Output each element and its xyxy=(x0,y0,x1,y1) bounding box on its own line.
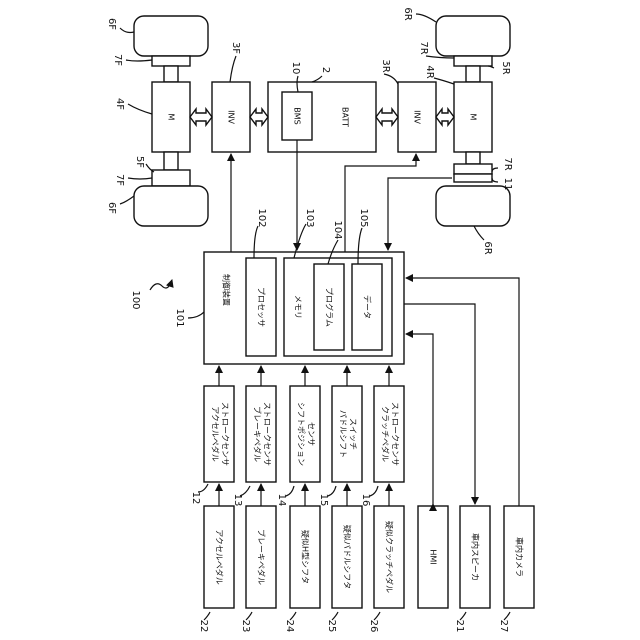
front-hub-top xyxy=(152,56,190,66)
power-link-motor-inv-front xyxy=(190,109,212,125)
ref-23: 23 xyxy=(240,620,251,633)
power-link-inv-motor-rear xyxy=(436,109,454,125)
ref-7F-bot: 7F xyxy=(114,174,125,186)
ref-26: 26 xyxy=(368,620,379,633)
input-accel: アクセルペダル xyxy=(204,506,234,608)
sensor-paddle-line2: スイッチ xyxy=(349,418,358,450)
sensor-paddle: パドルシフト スイッチ xyxy=(332,386,362,482)
hmi: HMI xyxy=(418,506,448,608)
ref-3F: 3F xyxy=(230,42,241,54)
input-paddle: 疑似パドルシフタ xyxy=(332,506,362,608)
front-inverter-label: INV xyxy=(227,110,236,124)
rear-inverter-label: INV xyxy=(413,110,422,124)
rear-wheel-top xyxy=(436,16,510,56)
ref-12: 12 xyxy=(190,492,201,505)
front-wheel-bottom xyxy=(134,186,208,226)
ref-101: 101 xyxy=(174,308,185,327)
power-link-batt-inv-rear xyxy=(376,109,398,125)
sensor-shift-line1: シフトポジション xyxy=(297,402,306,466)
link-hmi-ctrl xyxy=(406,334,433,504)
ref-102: 102 xyxy=(256,208,267,227)
rear-shaft-bottom xyxy=(466,152,480,164)
ref-10: 10 xyxy=(290,62,301,75)
speaker-label: 車内スピーカ xyxy=(471,533,481,581)
input-hshifter: 疑似H型シフタ xyxy=(290,506,320,608)
ref-22: 22 xyxy=(198,620,209,633)
ref-24: 24 xyxy=(284,620,295,633)
data-label: データ xyxy=(363,295,373,319)
memory-label: メモリ xyxy=(294,295,303,319)
ref-7R-top: 7R xyxy=(418,41,429,54)
ref-6R-bot: 6R xyxy=(482,241,493,254)
ref-15: 15 xyxy=(318,494,329,507)
ref-21: 21 xyxy=(454,620,465,633)
sensor-shift: シフトポジション センサ xyxy=(290,386,320,482)
input-brake: ブレーキペダル xyxy=(246,506,276,608)
ref-4R: 4R xyxy=(424,65,435,78)
ref-7R-bot: 7R xyxy=(502,157,513,170)
camera: 車内カメラ xyxy=(504,506,534,608)
ref-103: 103 xyxy=(304,208,315,227)
input-hshifter-label: 疑似H型シフタ xyxy=(301,530,311,584)
rear-wheel-bottom xyxy=(436,186,510,226)
sensor-clutch-line1: クラッチペダル xyxy=(381,406,391,462)
sensor-clutch-line2: ストロークセンサ xyxy=(391,402,400,466)
ref-14: 14 xyxy=(276,494,287,507)
ref-6F-bot: 6F xyxy=(106,202,117,214)
sensor-clutch: クラッチペダル ストロークセンサ xyxy=(374,386,404,482)
front-shaft-top xyxy=(164,66,178,82)
sensor-accel-line1: アクセルペダル xyxy=(211,406,221,462)
ref-16: 16 xyxy=(360,494,371,507)
input-brake-label: ブレーキペダル xyxy=(257,529,267,585)
rear-motor-label: M xyxy=(469,114,478,121)
sensor-shift-line2: センサ xyxy=(307,422,316,446)
sensor-brake-line1: ブレーキペダル xyxy=(253,406,263,462)
power-link-inv-batt-front xyxy=(250,109,268,125)
ref-5F: 5F xyxy=(134,156,145,168)
input-paddle-label: 疑似パドルシフタ xyxy=(343,525,353,589)
sensor-brake-line2: ストロークセンサ xyxy=(263,402,272,466)
processor-label: プロセッサ xyxy=(257,287,266,327)
link-ctrl-inv-rear xyxy=(345,154,416,252)
ref-5R: 5R xyxy=(500,61,511,74)
bms-label: BMS xyxy=(293,107,302,124)
input-clutch-label: 疑似クラッチペダル xyxy=(385,521,395,593)
rear-sensor-11 xyxy=(454,174,492,182)
ref-6R-top: 6R xyxy=(402,7,413,20)
controller-label: 制御装置 xyxy=(222,274,232,306)
camera-label: 車内カメラ xyxy=(515,537,525,577)
input-clutch: 疑似クラッチペダル xyxy=(374,506,404,608)
front-motor-label: M xyxy=(167,114,176,121)
front-hub-bottom xyxy=(152,170,190,186)
ref-6F-top: 6F xyxy=(106,18,117,30)
ref-104: 104 xyxy=(332,220,343,239)
ref-13: 13 xyxy=(232,494,243,507)
front-shaft-bottom xyxy=(164,152,178,170)
ref-100-arrow xyxy=(150,280,172,290)
hmi-label: HMI xyxy=(429,549,438,564)
sensor-accel-line2: ストロークセンサ xyxy=(221,402,230,466)
ref-4F: 4F xyxy=(114,98,125,110)
ref-2: 2 xyxy=(320,67,331,73)
ref-7F-top: 7F xyxy=(112,54,123,66)
ref-3R: 3R xyxy=(380,59,391,72)
sensor-brake: ブレーキペダル ストロークセンサ xyxy=(246,386,276,482)
link-camera-ctrl xyxy=(406,278,519,506)
speaker: 車内スピーカ xyxy=(460,506,490,608)
sensor-accel: アクセルペダル ストロークセンサ xyxy=(204,386,234,482)
sensor-paddle-line1: パドルシフト xyxy=(339,410,348,458)
input-accel-label: アクセルペダル xyxy=(215,529,225,585)
ref-100: 100 xyxy=(130,290,141,309)
ref-105: 105 xyxy=(358,208,369,227)
ref-25: 25 xyxy=(326,620,337,633)
ref-11: 11 xyxy=(502,178,513,191)
rear-shaft-top xyxy=(466,66,480,82)
rear-hub-bottom xyxy=(454,164,492,174)
front-wheel-top xyxy=(134,16,208,56)
ref-27: 27 xyxy=(498,620,509,633)
program-label: プログラム xyxy=(325,287,335,327)
battery-label: BATT xyxy=(341,107,350,127)
rear-hub-top xyxy=(454,56,492,66)
